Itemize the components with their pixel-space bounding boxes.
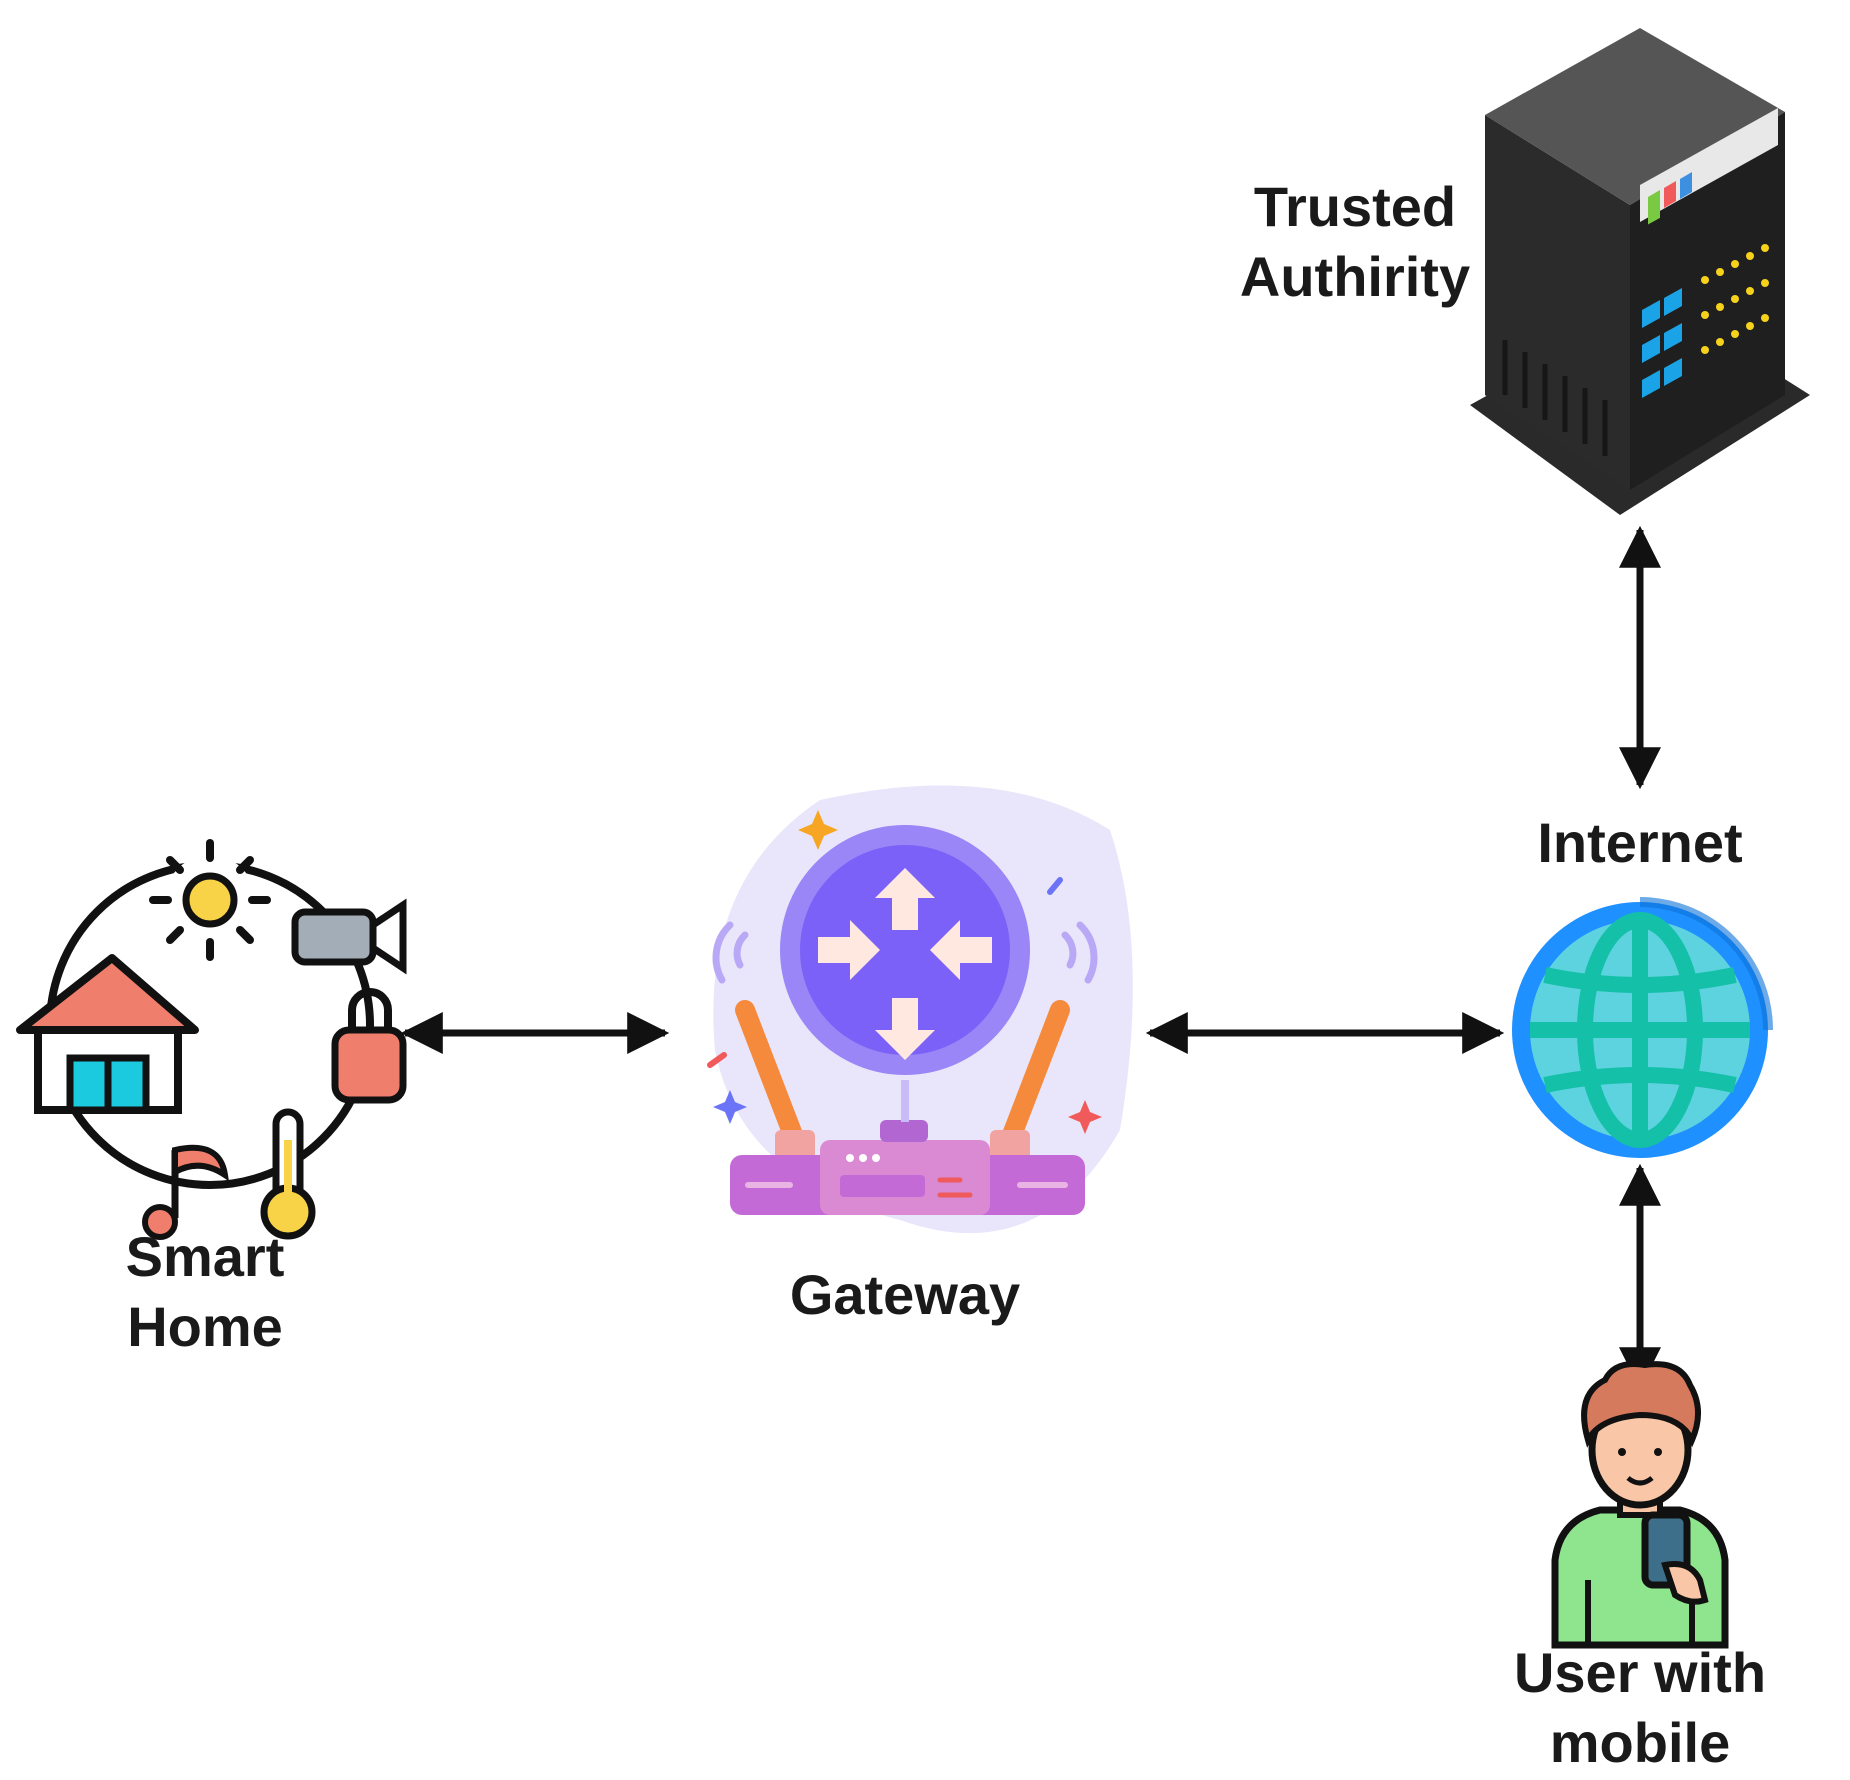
- camera-icon: [291, 898, 407, 975]
- gateway-label-line-1: Gateway: [789, 1263, 1021, 1326]
- user-label: User with mobile: [1475, 1638, 1805, 1778]
- smart-home-label: Smart Home: [85, 1222, 325, 1362]
- user-with-phone-icon: [1551, 1361, 1729, 1649]
- server-icon: [1470, 28, 1810, 515]
- sun-icon: [149, 839, 271, 961]
- trusted-authority-label-line-2: Authirity: [1239, 245, 1471, 308]
- trusted-authority-label-line-1: Trusted: [1253, 175, 1457, 238]
- gateway-label: Gateway: [760, 1260, 1050, 1330]
- smart-home-icon: [16, 839, 407, 1240]
- house-icon: [16, 954, 199, 1114]
- internet-label-line-1: Internet: [1537, 811, 1743, 874]
- internet-label: Internet: [1500, 808, 1780, 878]
- smart-home-label-line-1: Smart: [125, 1225, 285, 1288]
- trusted-authority-label: Trusted Authirity: [1225, 172, 1485, 312]
- globe-icon: [1512, 897, 1773, 1158]
- router-icon: [707, 785, 1133, 1234]
- lock-icon: [331, 988, 407, 1104]
- thermometer-icon: [260, 1108, 316, 1240]
- user-label-line-2: mobile: [1549, 1711, 1731, 1774]
- user-label-line-1: User with: [1513, 1641, 1767, 1704]
- music-note-icon: [142, 1144, 229, 1240]
- smart-home-label-line-2: Home: [127, 1295, 283, 1358]
